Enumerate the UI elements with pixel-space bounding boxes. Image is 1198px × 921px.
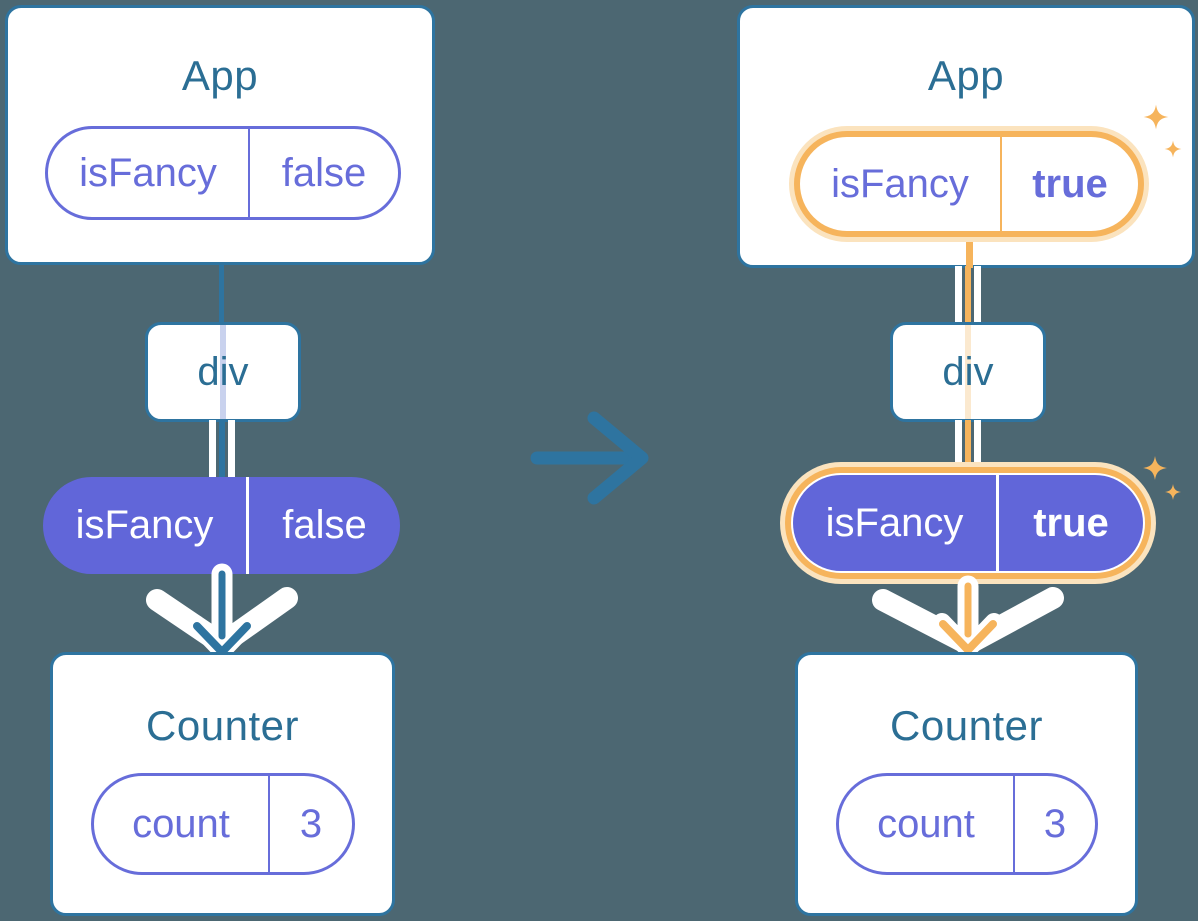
connector-stripe: [965, 266, 971, 324]
pill-divider: [268, 776, 270, 872]
pill-name: isFancy: [825, 500, 964, 545]
after-prop-line-in-app: [966, 242, 973, 268]
before-app-state-pill: isFancy false: [45, 126, 401, 220]
connector-stripe: [974, 266, 981, 324]
pill-value: true: [1033, 500, 1109, 545]
sparkle-icon: [1143, 456, 1181, 500]
after-connector-div-pill: [955, 420, 981, 477]
sparkle-icon: [1143, 104, 1182, 158]
pill-name: count: [877, 801, 975, 846]
connector-stripe: [955, 420, 962, 477]
connector-stripe: [955, 266, 962, 324]
pill-value: true: [1032, 161, 1108, 206]
connector-stripe: [209, 420, 216, 479]
before-app-title: App: [181, 52, 259, 99]
after-div-card: div: [890, 322, 1046, 422]
after-prop-through-line: [965, 325, 971, 419]
before-counter-card: Counter count 3: [50, 652, 395, 916]
pill-value: false: [282, 503, 367, 547]
before-connector-app-div: [219, 263, 224, 324]
before-div-card: div: [145, 322, 301, 422]
before-counter-state-pill: count 3: [91, 773, 355, 875]
pill-name: count: [132, 801, 230, 846]
after-div-label: div: [942, 349, 994, 394]
before-counter-title: Counter: [146, 702, 299, 749]
before-connector-div-pill: [209, 420, 235, 479]
pill-divider: [1013, 776, 1015, 872]
pill-divider: [246, 477, 249, 574]
pill-name: isFancy: [75, 503, 214, 547]
pill-value: 3: [299, 801, 323, 846]
pill-divider: [248, 129, 250, 217]
before-div-label: div: [197, 349, 249, 394]
pill-value: 3: [1043, 801, 1067, 846]
connector-stripe: [228, 420, 235, 479]
pill-name: isFancy: [79, 150, 217, 195]
pill-divider: [996, 475, 999, 571]
pill-value: false: [281, 150, 367, 195]
after-arrow-down: [872, 575, 1064, 658]
after-app-title: App: [927, 52, 1005, 99]
after-passed-prop-pill: isFancy true: [793, 475, 1143, 571]
transition-arrow-icon: [530, 411, 649, 505]
before-app-card: App isFancy false: [5, 5, 435, 265]
after-counter-card: Counter count 3: [795, 652, 1138, 916]
pill-name: isFancy: [831, 161, 969, 206]
connector-stripe: [974, 420, 981, 477]
connector-stripe: [965, 420, 971, 477]
connector-stripe: [219, 420, 225, 479]
after-connector-app-div: [955, 266, 981, 324]
after-counter-title: Counter: [890, 702, 1043, 749]
after-app-card: App isFancy true: [737, 5, 1195, 268]
before-passed-prop-pill: isFancy false: [43, 477, 400, 574]
after-app-state-pill: isFancy true: [800, 137, 1138, 231]
before-prop-through-line: [220, 325, 226, 419]
after-counter-state-pill: count 3: [836, 773, 1098, 875]
pill-divider: [1000, 137, 1002, 231]
